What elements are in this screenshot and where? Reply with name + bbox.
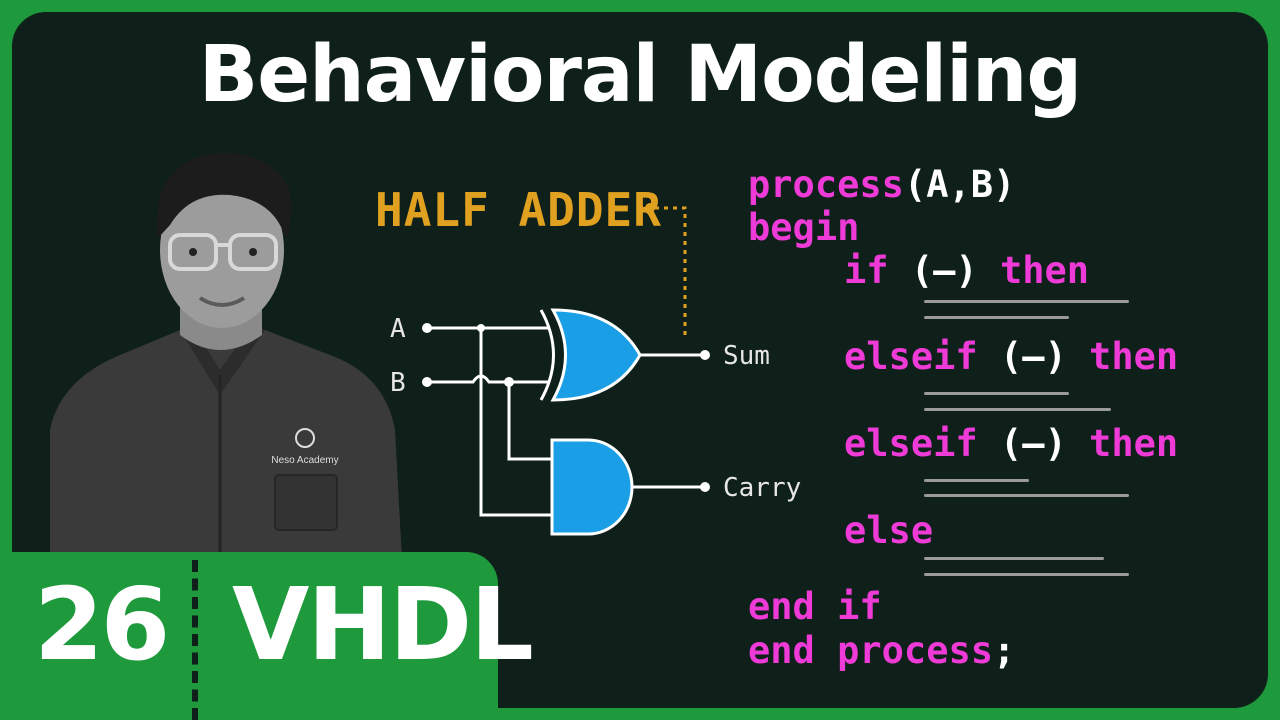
elseif-keyword: elseif	[844, 335, 978, 378]
if-condition-placeholder: (—)	[910, 249, 978, 292]
presenter-hair	[156, 153, 292, 240]
shirt-logo-icon	[295, 428, 315, 448]
badge-divider	[192, 560, 198, 720]
and-gate	[550, 438, 634, 536]
input-b-label: B	[390, 368, 406, 398]
semicolon: ;	[993, 629, 1016, 672]
code-line-end-process: end process;	[748, 632, 1015, 669]
elseif-keyword: elseif	[844, 422, 978, 465]
xor-gate	[550, 308, 642, 402]
then-keyword: then	[1089, 335, 1179, 378]
placeholder-line	[924, 557, 1104, 560]
episode-badge	[0, 552, 498, 720]
then-keyword: then	[999, 249, 1090, 292]
shirt-logo-text: Neso Academy	[271, 455, 338, 466]
sum-label: Sum	[723, 341, 770, 371]
placeholder-line	[924, 408, 1111, 411]
end-process-keyword: end process	[748, 629, 994, 672]
process-keyword: process	[748, 163, 904, 206]
if-keyword: if	[844, 249, 889, 292]
code-line-process: process(A,B)	[748, 166, 1015, 203]
code-line-begin: begin	[748, 206, 860, 249]
placeholder-line	[924, 573, 1129, 576]
presenter-photo: Neso Academy	[50, 153, 402, 560]
episode-number: 26	[34, 566, 170, 683]
code-line-end-if: end if	[748, 585, 882, 628]
sum-terminal	[700, 350, 710, 360]
then-keyword: then	[1089, 422, 1179, 465]
code-line-else: else	[844, 509, 934, 552]
half-adder-label: HALF ADDER	[375, 183, 662, 237]
course-topic: VHDL	[232, 566, 534, 683]
placeholder-line	[924, 479, 1029, 482]
elseif-condition-placeholder: (—)	[999, 422, 1067, 465]
input-a-label: A	[390, 314, 406, 344]
code-line-elseif-1: elseif (—) then	[844, 338, 1178, 375]
placeholder-line	[924, 494, 1129, 497]
half-adder-circuit	[422, 203, 710, 536]
placeholder-line	[924, 392, 1069, 395]
placeholder-line	[924, 300, 1129, 303]
code-line-elseif-2: elseif (—) then	[844, 425, 1178, 462]
code-line-if: if (—) then	[844, 252, 1089, 289]
carry-terminal	[700, 482, 710, 492]
carry-label: Carry	[723, 473, 802, 503]
video-title: Behavioral Modeling	[198, 30, 1082, 120]
sensitivity-list: (A,B)	[903, 163, 1016, 206]
placeholder-line	[924, 316, 1069, 319]
presenter-face	[160, 172, 284, 328]
elseif-condition-placeholder: (—)	[999, 335, 1067, 378]
